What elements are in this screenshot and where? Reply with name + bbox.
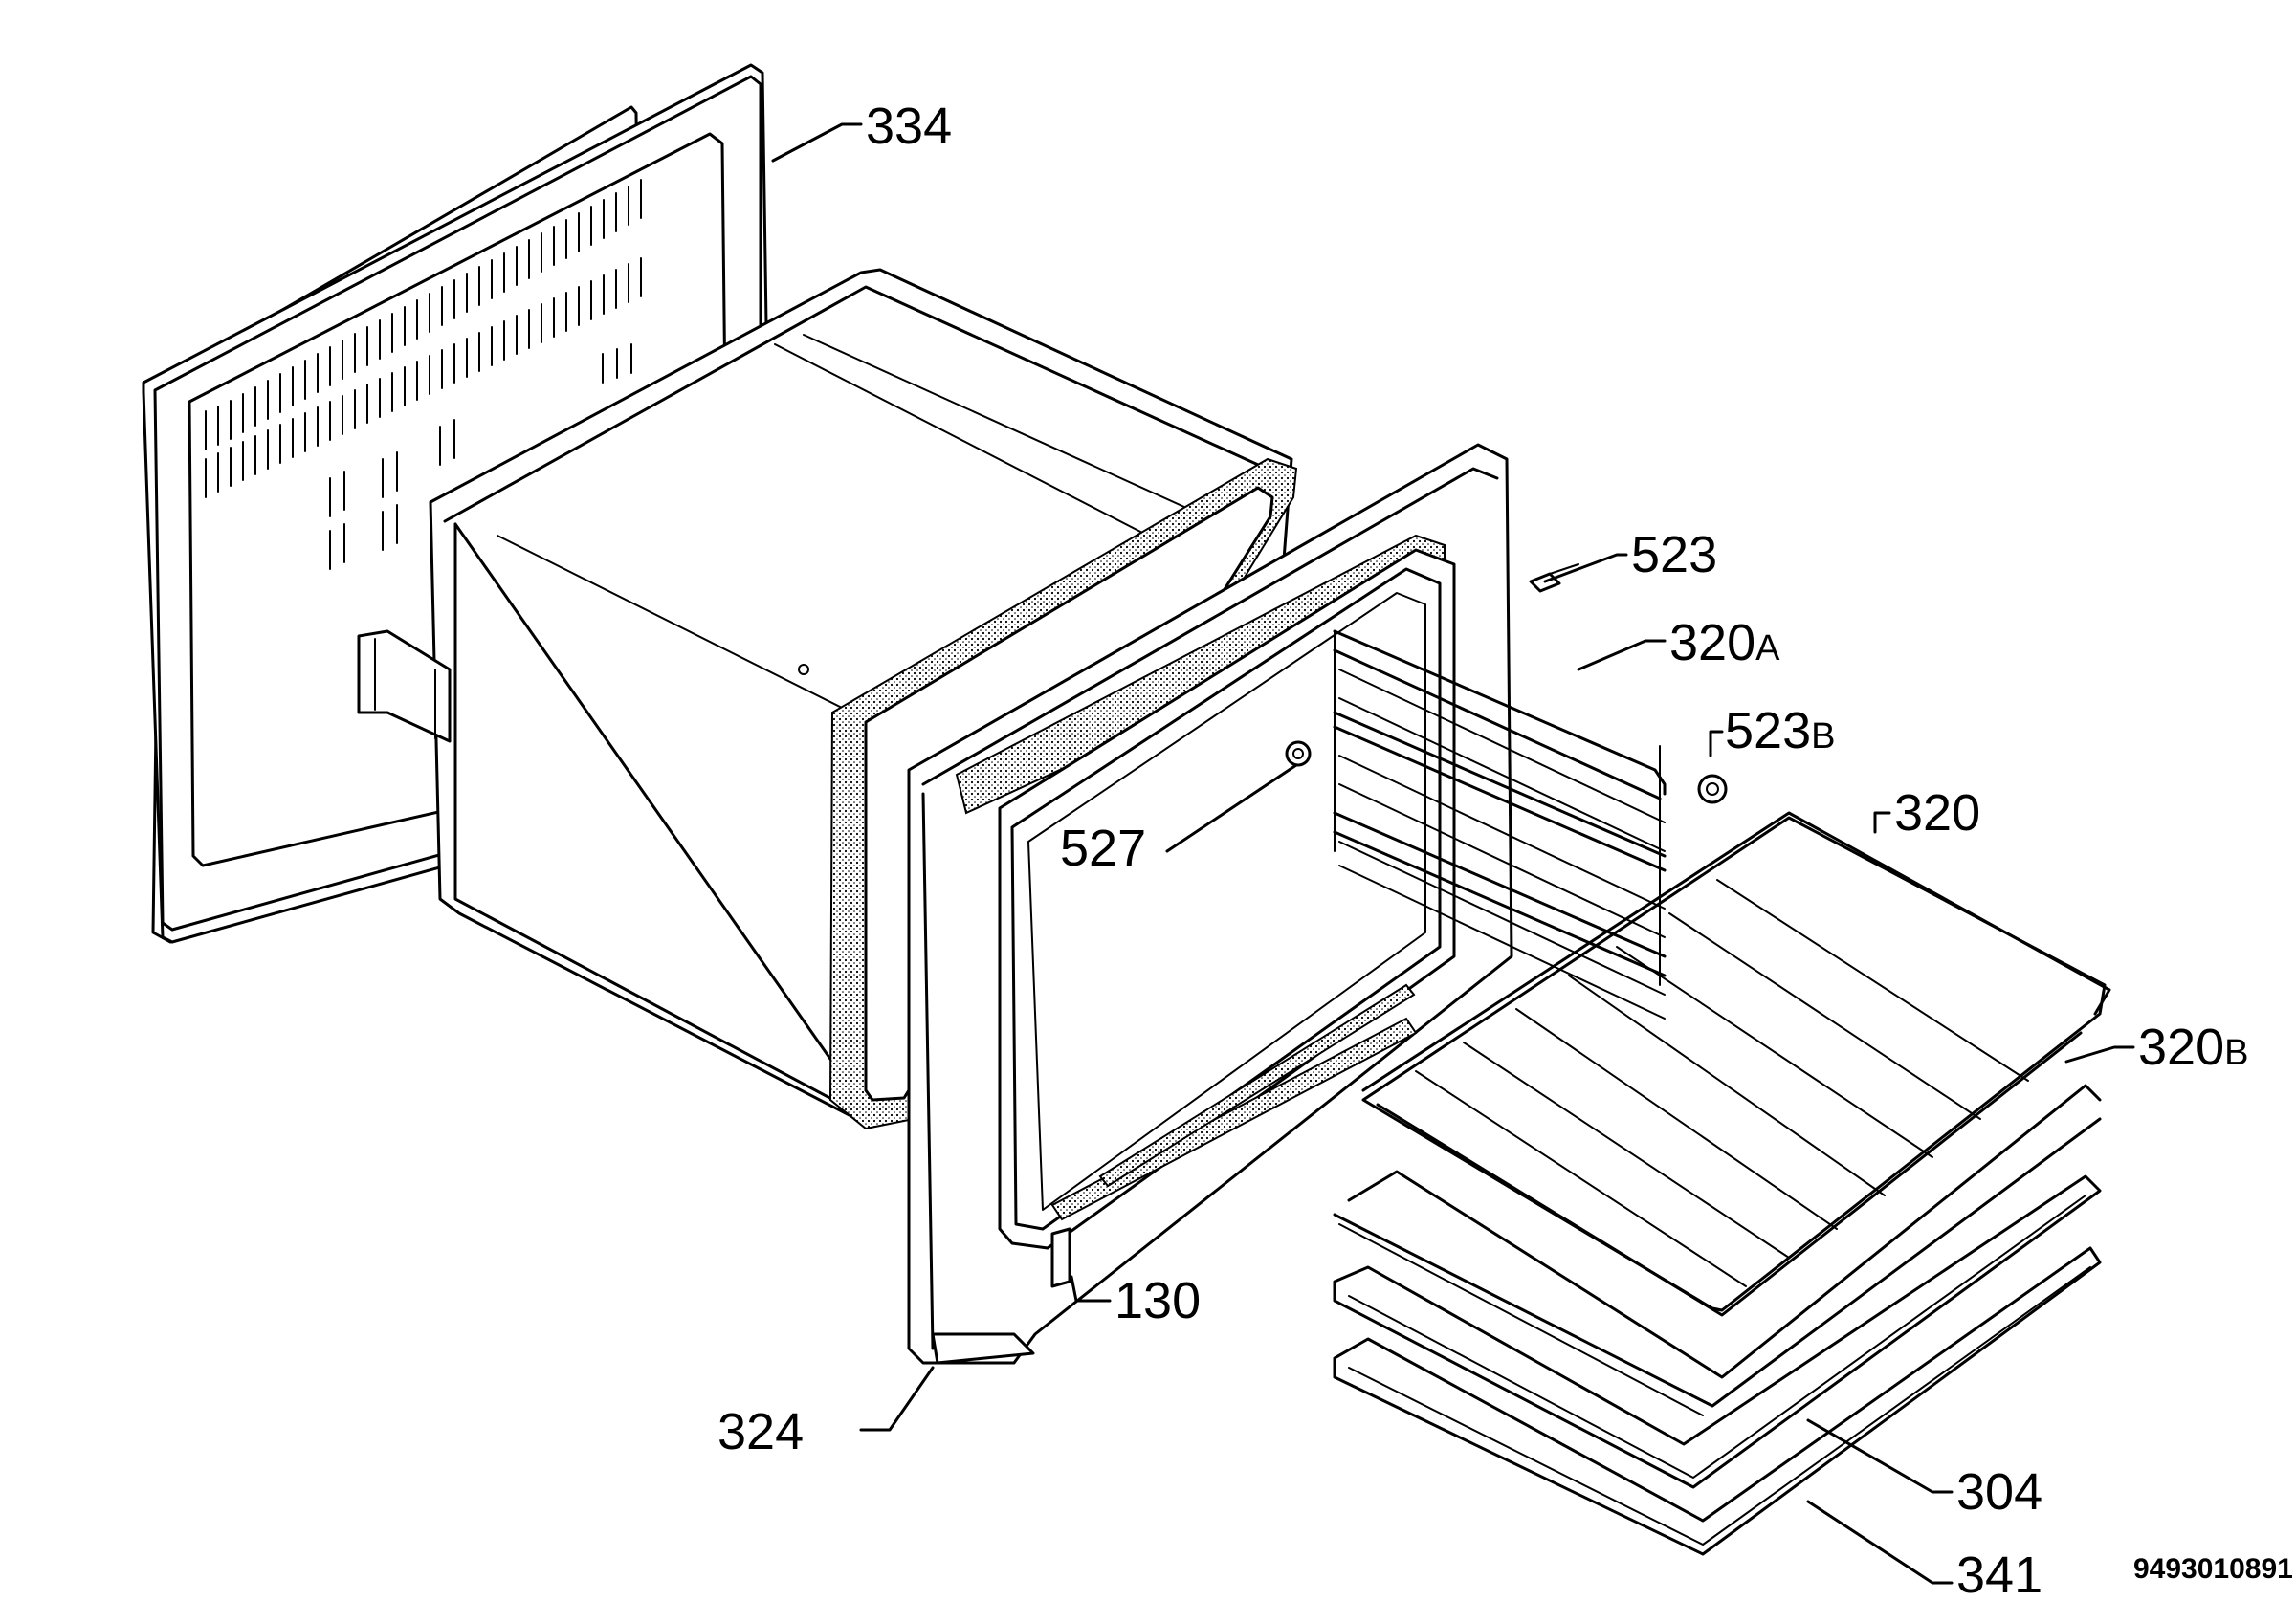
label-341: 341: [1956, 1546, 2042, 1596]
label-324: 324: [718, 1403, 804, 1460]
label-523B-number: 523: [1725, 702, 1811, 759]
leader-lines: [771, 122, 2135, 1585]
label-334: 334: [866, 98, 952, 155]
baking-tray-304: [1333, 1174, 2102, 1489]
rack-320B: [1333, 1084, 2102, 1416]
label-320B-number: 320: [2138, 1019, 2224, 1076]
part-labels: 334 523 320A 523B 320 527 320B 130 324 3…: [718, 98, 2293, 1601]
label-523B: 523B: [1725, 702, 1835, 759]
label-320B: 320B: [2138, 1019, 2248, 1076]
label-304: 304: [1956, 1463, 2042, 1521]
front-frame-324: [907, 443, 1666, 1365]
label-523B-suffix: B: [1811, 716, 1835, 757]
label-320A-suffix: A: [1755, 628, 1780, 669]
dripping-pan-341: [1333, 1246, 2102, 1556]
label-527: 527: [1060, 820, 1146, 877]
label-320A-number: 320: [1669, 614, 1755, 671]
vent-slots: [205, 179, 642, 570]
label-320A: 320A: [1669, 614, 1780, 671]
side-rail-320A: [1333, 629, 1667, 986]
label-320B-suffix: B: [2224, 1033, 2248, 1073]
bushing-523B: [1697, 774, 1728, 804]
drawing-code: 9493010891: [2133, 1553, 2293, 1585]
label-320: 320: [1894, 784, 1980, 842]
label-130: 130: [1115, 1272, 1201, 1329]
label-523: 523: [1631, 526, 1717, 583]
wire-shelf-320: [1361, 811, 2111, 1317]
